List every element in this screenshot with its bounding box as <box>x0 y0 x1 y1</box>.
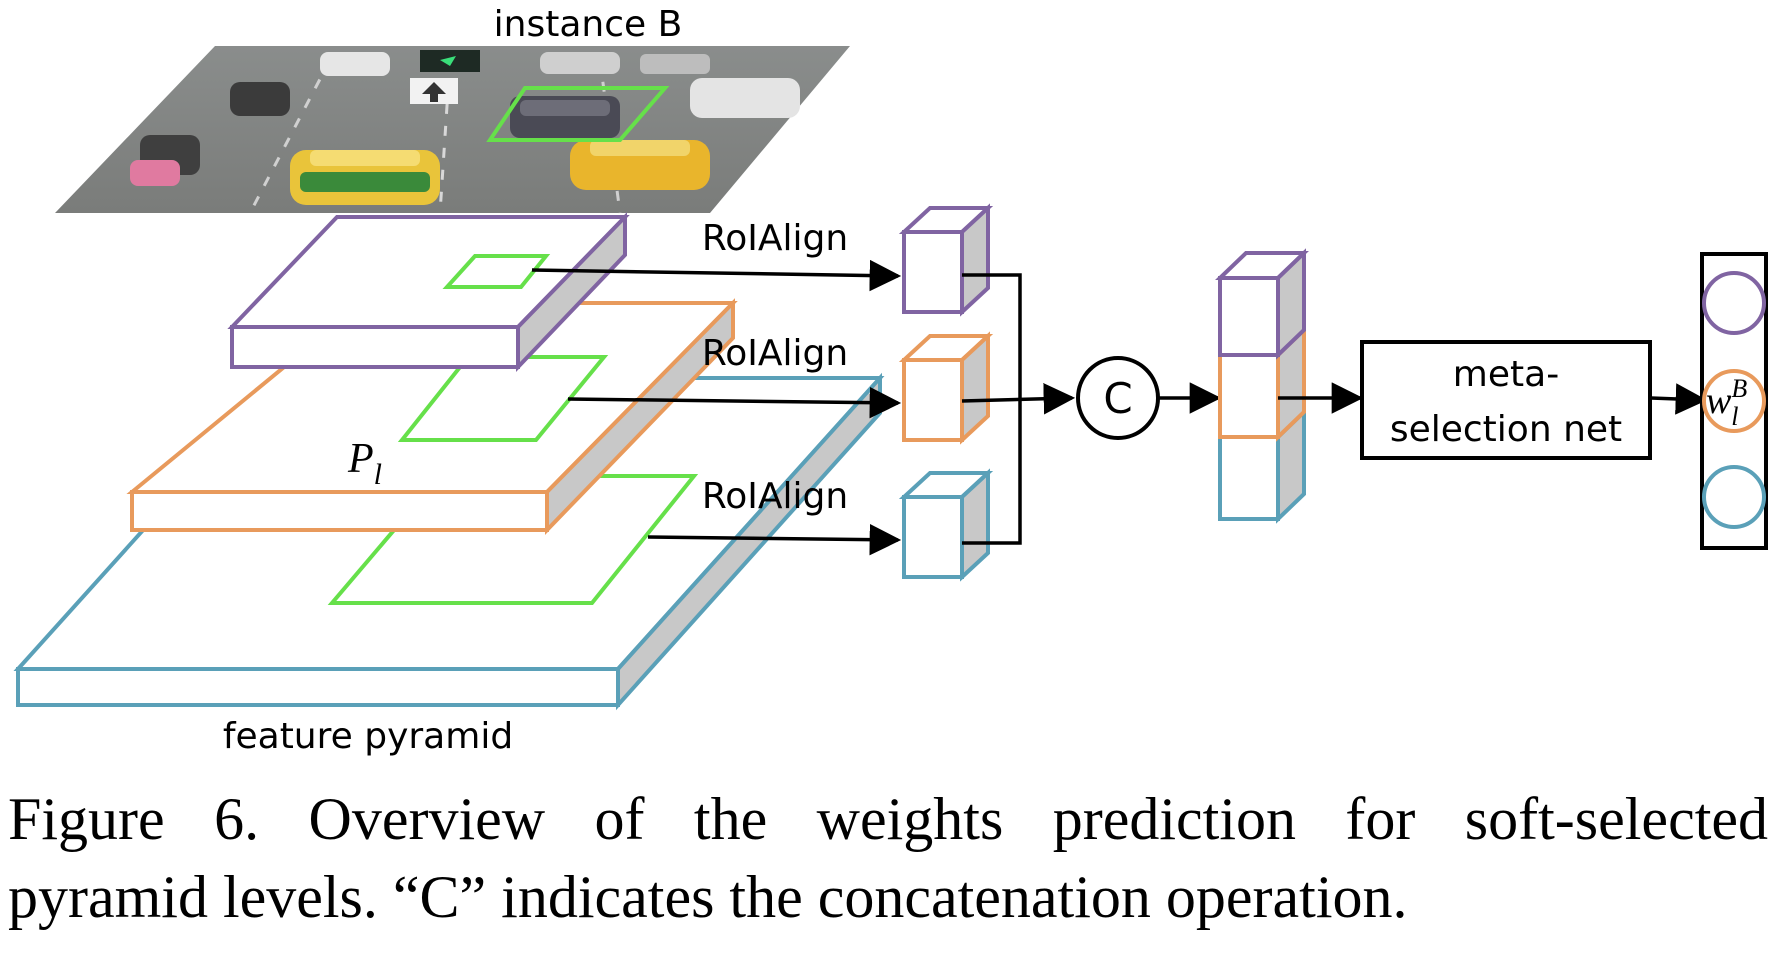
pyramid-label: feature pyramid <box>223 716 513 757</box>
weight-bottom <box>1702 465 1766 529</box>
roi-box-bottom <box>327 474 699 605</box>
roialign-label-bottom: RoIAlign <box>702 476 848 517</box>
pooled-cube-top <box>898 203 994 317</box>
merge-lines <box>961 273 1076 545</box>
pyramid-level-middle <box>126 298 738 535</box>
instance-photo <box>55 46 850 214</box>
weight-top <box>1702 271 1766 335</box>
roialign-arrow-middle <box>567 386 902 419</box>
meta-selection-net: meta- selection net <box>1360 340 1652 460</box>
roialign-label-top: RoIAlign <box>702 218 848 259</box>
caption-line-1: Figure 6. Overview of the weights predic… <box>8 786 1768 852</box>
roialign-label-middle: RoIAlign <box>702 333 848 374</box>
concatenated-feature-stack <box>1215 248 1309 524</box>
meta-net-arrow <box>1649 383 1708 415</box>
pooled-cube-bottom <box>898 468 994 582</box>
roi-box-middle <box>397 355 609 442</box>
instance-label: instance B <box>494 4 683 45</box>
roi-box-top <box>442 254 551 289</box>
weight-middle <box>1702 369 1766 433</box>
level-label: Pl <box>347 436 382 491</box>
roialign-arrow-top <box>531 259 902 292</box>
figure-caption: Figure 6. Overview of the weights predic… <box>8 780 1768 936</box>
roialign-arrow-bottom <box>647 523 902 556</box>
concat-label: C <box>1103 374 1132 423</box>
meta-net-label-line2: selection net <box>1390 409 1622 450</box>
instance-roi-box <box>486 86 670 142</box>
meta-net-label-line1: meta- <box>1453 354 1559 395</box>
pyramid-level-top <box>227 212 630 372</box>
pooled-cube-middle <box>898 331 994 445</box>
caption-line-2: pyramid levels. “C” indicates the concat… <box>8 864 1408 930</box>
concat-node: C <box>1076 356 1160 440</box>
